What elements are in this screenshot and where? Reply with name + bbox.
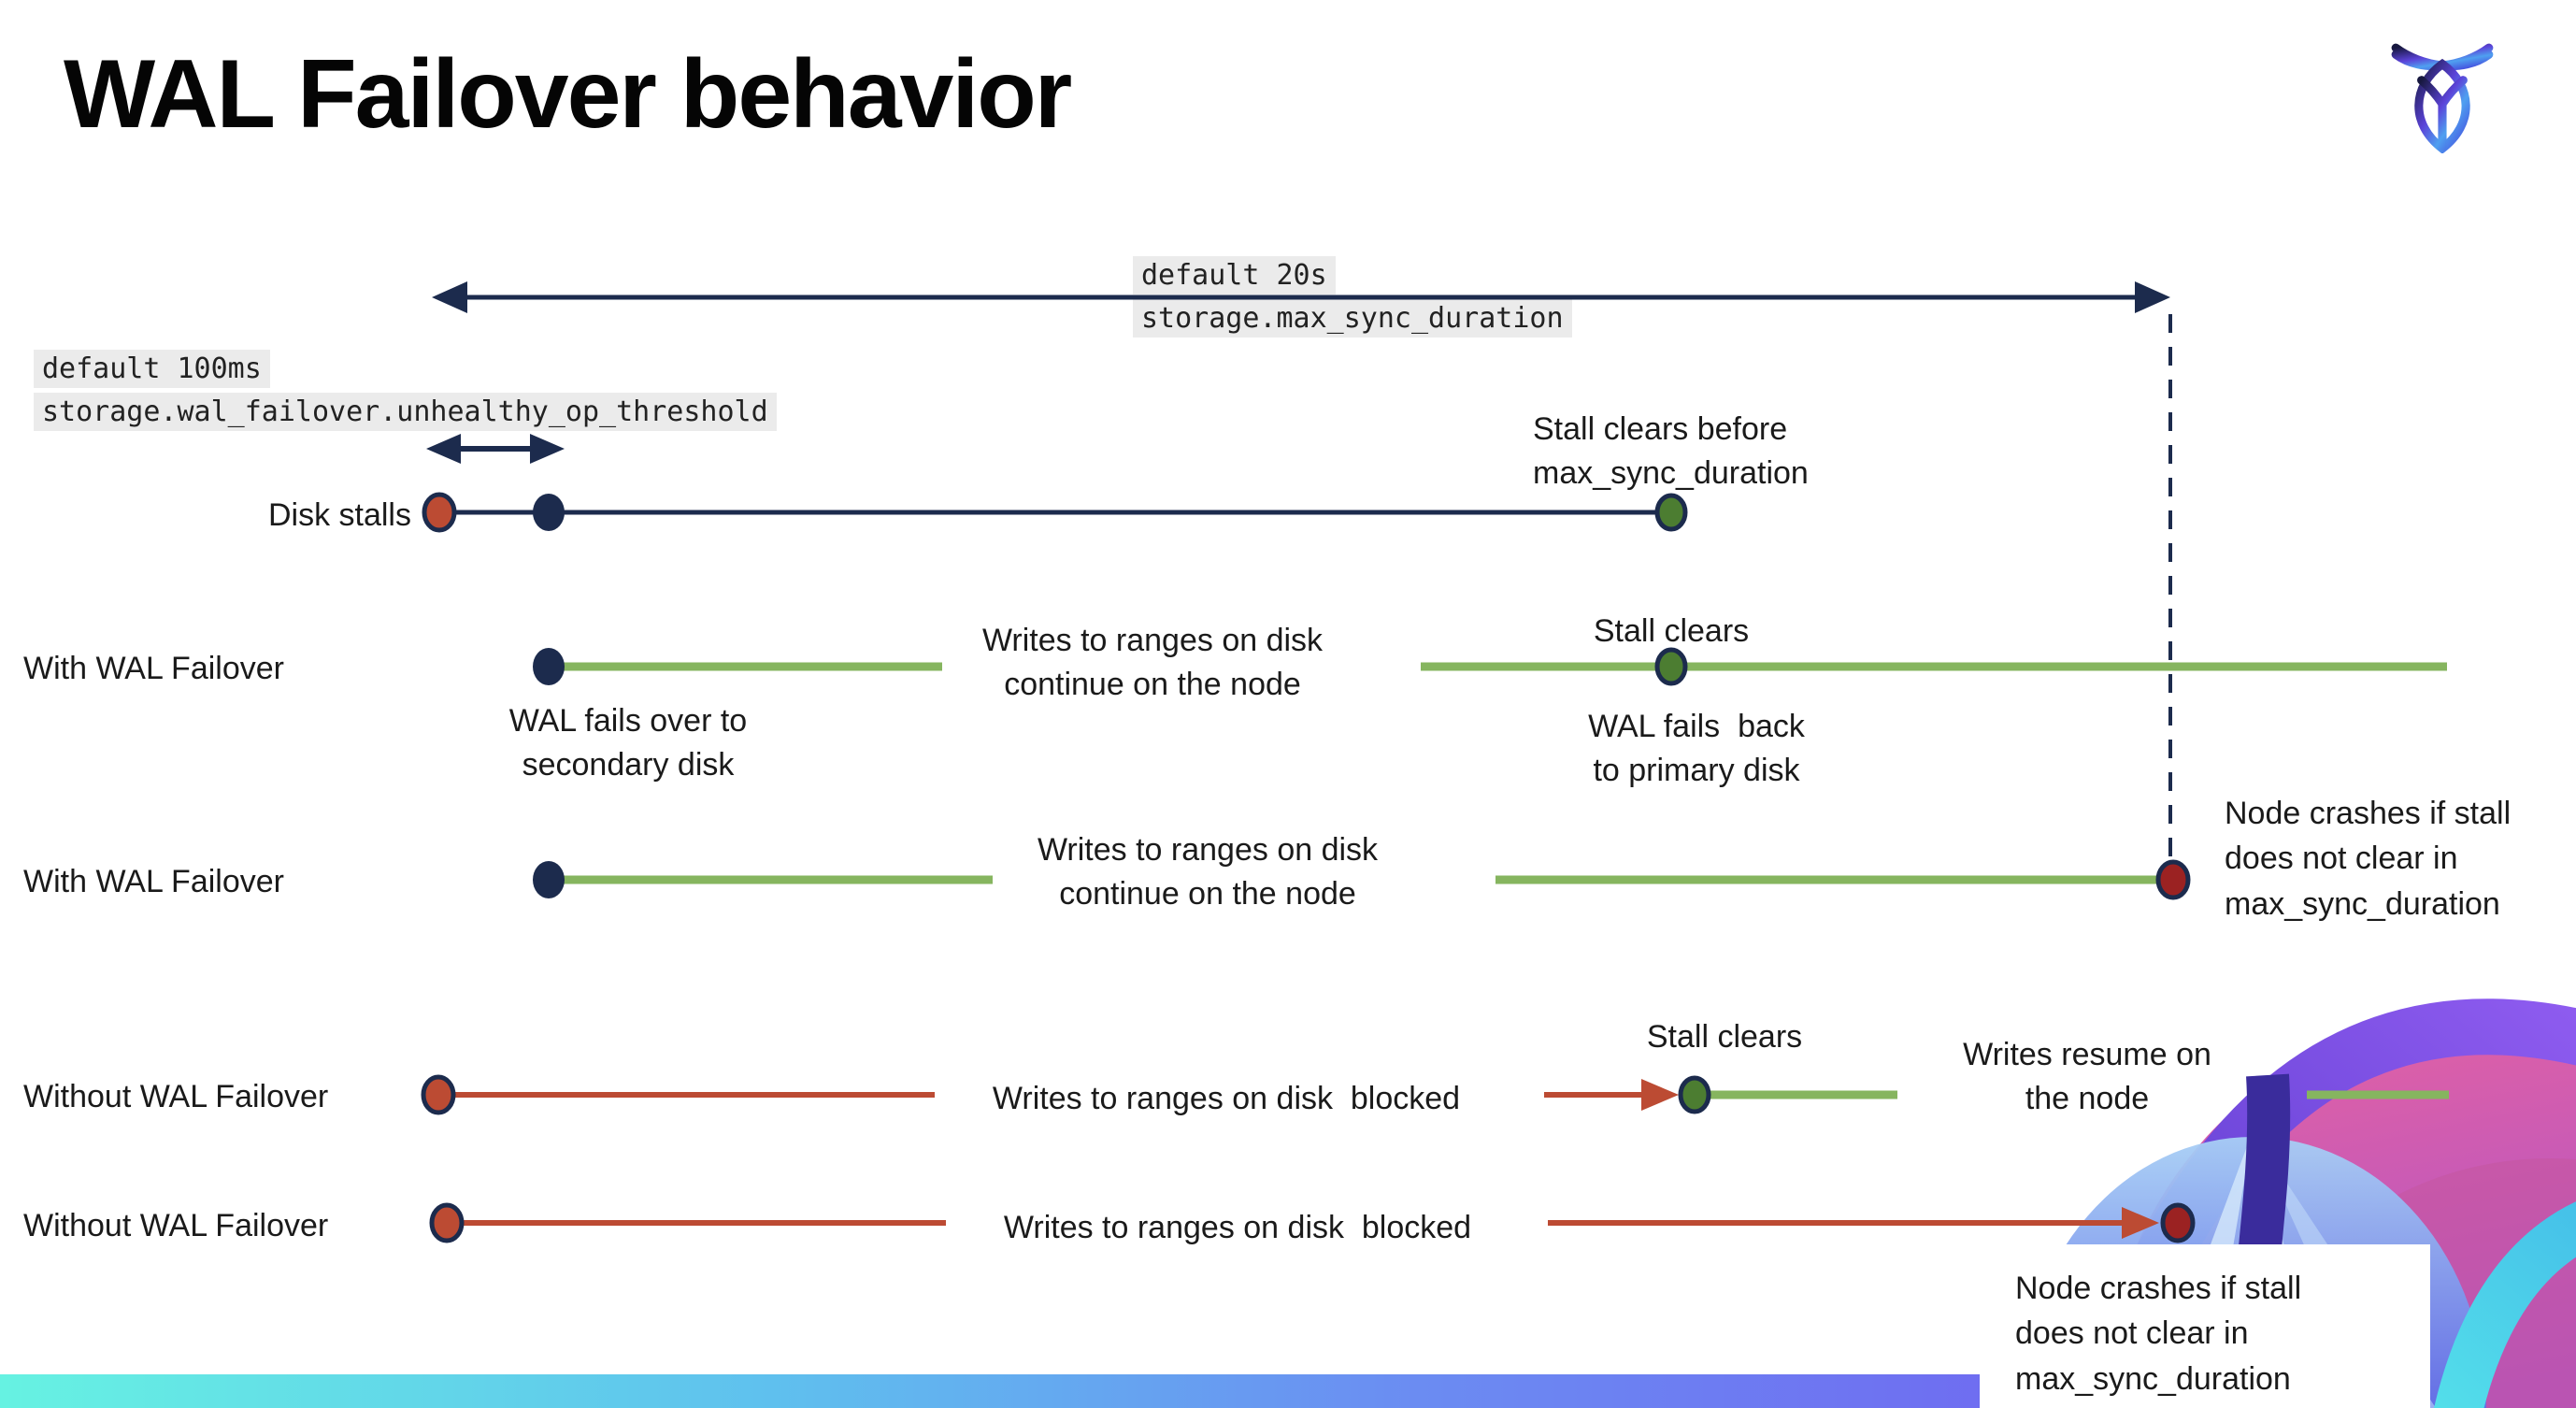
wal-fails-back-note: WAL fails back to primary disk — [1588, 709, 1805, 788]
logo-vein — [2417, 76, 2468, 151]
writes-blocked-note-1: Writes to ranges on disk blocked — [992, 1081, 1461, 1116]
timeline-label-without-wal-failover-1: Without WAL Failover — [23, 1079, 329, 1114]
stall-start-dot — [422, 492, 457, 533]
node-crash-note-2: Node crashes if stall does not clear in … — [2015, 1271, 2302, 1397]
arrowhead-right-icon — [2135, 281, 2170, 313]
node-crash-dot — [2155, 859, 2191, 900]
failover-dot — [533, 861, 565, 898]
node-crash-dot — [2160, 1202, 2196, 1243]
failover-dot — [533, 648, 565, 685]
arrowhead-right-icon — [2122, 1207, 2159, 1239]
timeline-disk-stalls — [422, 492, 1688, 533]
timeline-label-disk-stalls: Disk stalls — [267, 497, 411, 533]
writes-resume-note: Writes resume on the node — [1963, 1037, 2211, 1116]
writes-continue-note-2: Writes to ranges on disk continue on the… — [1037, 832, 1379, 912]
unhealthy-threshold-span-arrow — [426, 434, 565, 464]
unhealthy-setting-label: storage.wal_failover.unhealthy_op_thresh… — [34, 393, 777, 431]
unhealthy-default-label: default 100ms — [34, 350, 270, 388]
arrowhead-right-icon — [530, 434, 565, 464]
writes-blocked-note-2: Writes to ranges on disk blocked — [1003, 1210, 1472, 1245]
arrowhead-left-icon — [432, 281, 467, 313]
writes-continue-note-1: Writes to ranges on disk continue on the… — [981, 623, 1324, 702]
timeline-with-failover-clears — [533, 647, 2447, 686]
stall-clears-dot — [1654, 493, 1688, 532]
node-crash-note-1: Node crashes if stall does not clear in … — [2225, 796, 2512, 922]
timeline-label-without-wal-failover-2: Without WAL Failover — [23, 1208, 329, 1243]
max-sync-default-label: default 20s — [1133, 256, 1336, 295]
timeline-label-with-wal-failover-2: With WAL Failover — [23, 864, 284, 899]
stall-clears-before-note: Stall clears before max_sync_duration — [1533, 411, 1809, 491]
page-title: WAL Failover behavior — [64, 40, 1072, 149]
stall-clears-note-1: Stall clears — [1593, 613, 1750, 649]
stall-start-dot — [421, 1074, 456, 1115]
crash-callout-box — [1980, 1244, 2430, 1408]
threshold-dot — [533, 494, 565, 531]
arrowhead-left-icon — [426, 434, 461, 464]
stall-clears-dot — [1654, 647, 1688, 686]
timeline-label-with-wal-failover-1: With WAL Failover — [23, 651, 284, 686]
wal-fails-over-note: WAL fails over to secondary disk — [508, 703, 748, 783]
stall-start-dot — [429, 1202, 465, 1243]
arrowhead-right-icon — [1641, 1079, 1679, 1111]
cockroachdb-logo-icon — [2391, 43, 2494, 153]
stall-clears-note-2: Stall clears — [1646, 1019, 1803, 1055]
stall-clears-dot — [1678, 1075, 1711, 1114]
max-sync-setting-label: storage.max_sync_duration — [1133, 299, 1572, 338]
